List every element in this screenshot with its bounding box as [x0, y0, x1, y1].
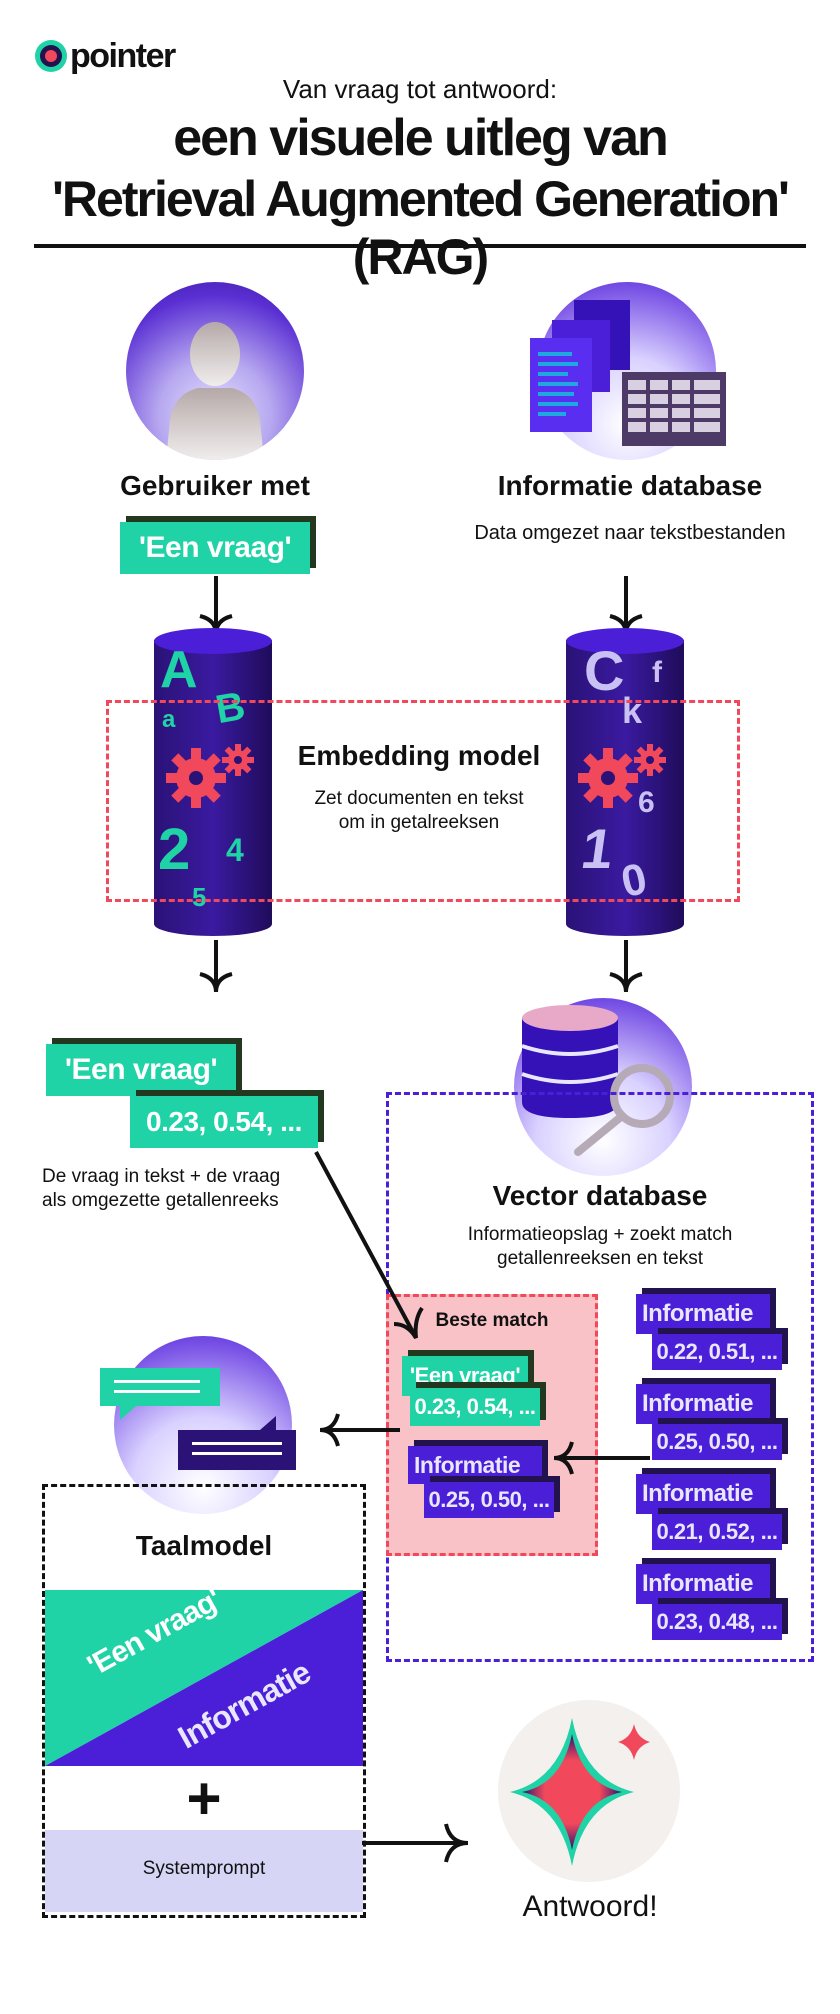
vector-db-item-vector: 0.23, 0.48, ... — [652, 1604, 782, 1640]
vector-db-desc-line2: getallenreeksen en tekst — [497, 1248, 703, 1269]
glyph-4: 4 — [226, 832, 244, 868]
arrow-llm-to-answer — [362, 1823, 469, 1863]
header-divider — [34, 244, 806, 248]
query-question-tag: 'Een vraag' — [46, 1044, 236, 1096]
vector-db-item-vector: 0.22, 0.51, ... — [652, 1334, 782, 1370]
embedding-cylinder-right-top — [566, 628, 684, 654]
header-title-line2: 'Retrieval Augmented Generation' (RAG) — [52, 171, 790, 285]
glyph-f: f — [652, 656, 662, 689]
user-title: Gebruiker met — [120, 470, 310, 501]
person-icon — [166, 322, 264, 460]
llm-diagonal-banner — [45, 1590, 363, 1766]
llm-title: Taalmodel — [135, 1530, 273, 1561]
vector-db-item-label: Informatie — [636, 1564, 770, 1604]
vector-db-item-vector: 0.25, 0.50, ... — [652, 1424, 782, 1460]
chat-bubbles-icon — [100, 1368, 296, 1470]
arrow-vectordb-to-best-match — [553, 1441, 650, 1475]
glyph-C: C — [584, 639, 625, 702]
answer-title: Antwoord! — [522, 1890, 658, 1923]
header-kicker: Van vraag tot antwoord: — [282, 74, 558, 104]
best-match-title: Beste match — [435, 1310, 549, 1331]
embedding-desc-line2: om in getalreeksen — [338, 812, 500, 833]
documents-icon — [530, 300, 630, 432]
vector-db-item-vector: 0.21, 0.52, ... — [652, 1514, 782, 1550]
user-avatar-circle — [126, 282, 304, 460]
arrow-user-to-embedding — [199, 576, 233, 635]
vector-db-item-label: Informatie — [636, 1294, 770, 1334]
user-question-tag: 'Een vraag' — [120, 522, 310, 574]
gear-icon — [578, 744, 666, 808]
llm-plus: + — [186, 1765, 222, 1832]
vector-db-item-label: Informatie — [636, 1474, 770, 1514]
best-match-query-vector: 0.23, 0.54, ... — [410, 1388, 540, 1426]
arrow-query-to-best-match — [314, 1151, 424, 1340]
vector-db-title: Vector database — [492, 1180, 708, 1211]
best-match-info-vector: 0.25, 0.50, ... — [424, 1482, 554, 1518]
best-match-info-label: Informatie — [408, 1446, 542, 1484]
vector-db-item-label: Informatie — [636, 1384, 770, 1424]
arrow-embedding-to-vectordb — [609, 940, 643, 993]
vector-db-desc-line1: Informatieopslag + zoekt match — [467, 1224, 733, 1245]
arrow-best-match-to-llm — [319, 1413, 400, 1447]
embedding-model-box — [106, 700, 740, 902]
arrow-embedding-to-query — [199, 940, 233, 993]
logo-wordmark: pointer — [70, 36, 176, 75]
database-subtitle: Data omgezet naar tekstbestanden — [474, 522, 786, 544]
embedding-desc-line1: Zet documenten en tekst — [314, 788, 524, 809]
database-title: Informatie database — [497, 470, 763, 501]
magnifier-icon — [574, 1064, 674, 1156]
embedding-cylinder-left-top — [154, 628, 272, 654]
gear-icon — [166, 744, 254, 808]
llm-systemprompt-label: Systemprompt — [142, 1858, 266, 1879]
sparkle-star-icon — [510, 1718, 650, 1866]
arrow-database-to-embedding — [609, 576, 643, 635]
logo[interactable]: pointer — [34, 36, 176, 76]
table-icon — [622, 372, 726, 446]
glyph-a: a — [162, 706, 176, 733]
logo-ring-icon — [35, 40, 67, 72]
query-desc-line1: De vraag in tekst + de vraag — [42, 1166, 281, 1187]
glyph-2: 2 — [158, 817, 191, 882]
glyph-5: 5 — [192, 882, 207, 912]
embedding-title: Embedding model — [297, 740, 541, 771]
glyph-A: A — [160, 641, 198, 699]
llm-systemprompt-panel — [45, 1830, 363, 1912]
query-vector-tag: 0.23, 0.54, ... — [130, 1096, 318, 1148]
header-title-line1: een visuele uitleg van — [173, 109, 669, 167]
query-desc-line2: als omgezette getallenreeks — [42, 1190, 279, 1211]
llm-box — [42, 1484, 366, 1918]
glyph-6: 6 — [638, 786, 655, 819]
